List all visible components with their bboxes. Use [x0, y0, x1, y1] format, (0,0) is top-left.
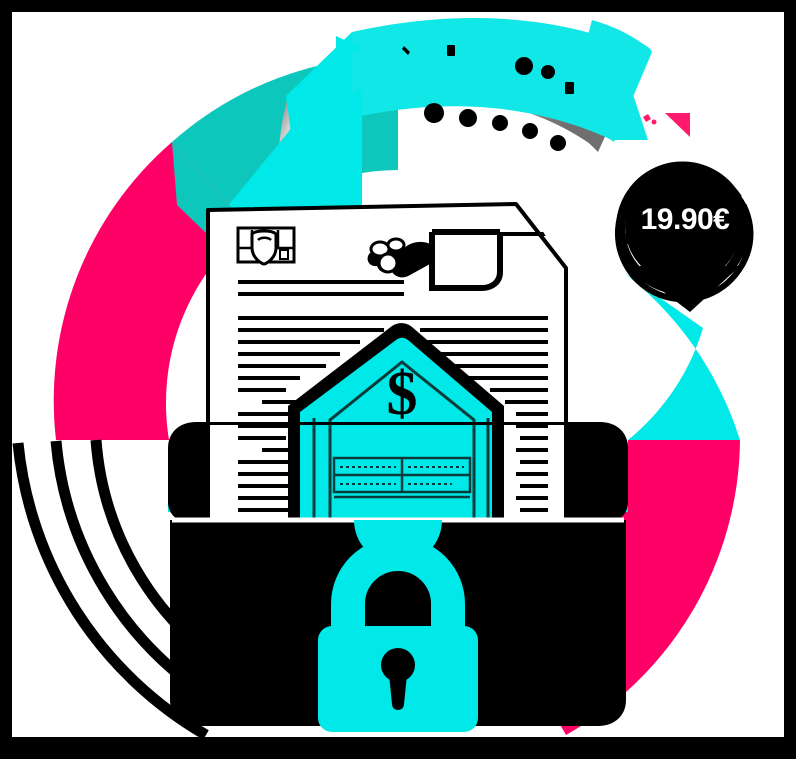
padlock-icon[interactable]: [318, 537, 478, 732]
badge-emblem-icon: [236, 226, 296, 266]
safe-body: [170, 520, 626, 726]
price-badge[interactable]: [614, 161, 754, 312]
pink-dot-decoration: [643, 114, 651, 122]
banner-dot: [565, 82, 574, 94]
padlock-keyhole-slot: [388, 665, 408, 710]
price-badge-brush-ring: [625, 170, 754, 290]
banner-dot: [522, 123, 538, 139]
security-safe[interactable]: [168, 422, 628, 732]
banner-dot: [550, 135, 566, 151]
dollar-sign: $: [387, 360, 418, 428]
pink-dot-decoration: [651, 119, 657, 125]
handshake-signature-icon: [367, 229, 503, 291]
ring-segment-right-cyan: [623, 272, 740, 440]
cyan-triangle-decoration: [336, 36, 362, 60]
banner-dot: [459, 109, 477, 127]
banner-dot: [424, 103, 444, 123]
top-curved-banner: [278, 18, 652, 196]
price-badge-label: 19.90€: [640, 203, 730, 236]
pink-triangle-decoration: [665, 113, 690, 137]
banner-dot: [492, 115, 508, 131]
price-badge-disc: [625, 168, 741, 284]
banner-dot: [447, 45, 455, 56]
svg-text:$: $: [387, 360, 418, 428]
banner-dot: [515, 57, 533, 75]
cyan-wedge-behind-document: [208, 92, 362, 230]
decorations: [336, 36, 690, 137]
price-badge-brush-ring: [644, 164, 742, 198]
banner-dot: [541, 65, 555, 79]
padlock-shackle: [331, 537, 465, 634]
banner-dot: [402, 46, 410, 55]
banner-tail-right: [566, 20, 652, 142]
price-badge-tail: [630, 266, 740, 312]
